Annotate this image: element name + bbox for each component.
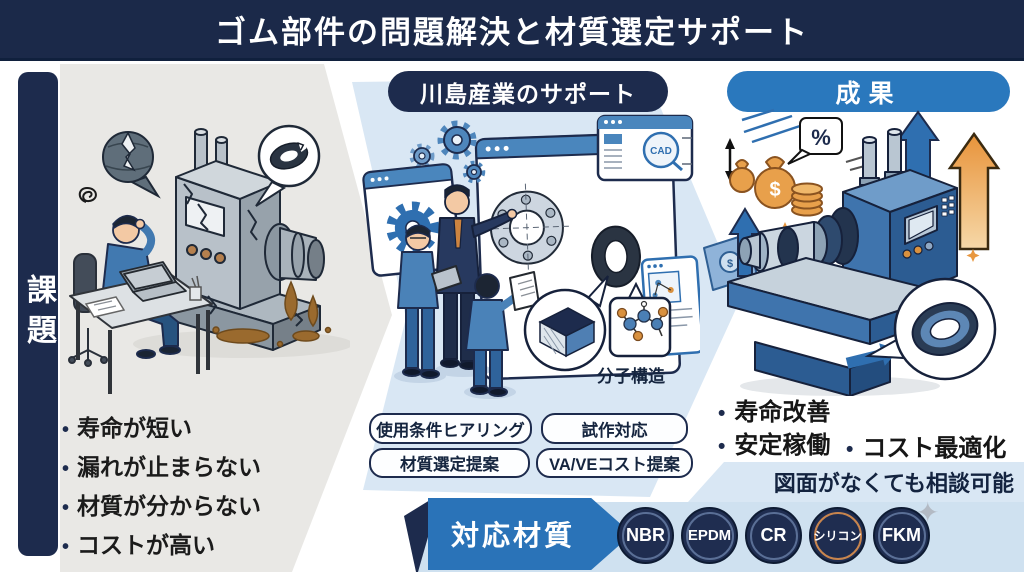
rubber-profile-bubble-icon [523,275,609,372]
consultation-note-band: 図面がなくても相談可能 [688,462,1024,502]
up-arrow-orange-icon [947,131,1001,251]
material-badge-label: EPDM [687,527,732,544]
dollar-symbol-note: $ [727,258,733,270]
materials-label-arrow: 対応材質 [428,498,632,570]
support-section-label: 川島産業のサポート [420,80,636,107]
percent-bubble-icon: % [787,117,843,165]
sparkle-icon: ✦ [916,497,940,528]
material-badge-label: NBR [626,525,665,545]
flange-drawing-icon [482,183,571,272]
problem-bullet: コストが高い [62,527,342,566]
result-illustration: % $ $ [700,106,1020,396]
document-icon [84,296,126,318]
cad-label: CAD [650,146,672,157]
material-badge-epdm: EPDM [681,507,738,564]
gear-icon [409,143,435,169]
molecule-caption: 分子構造 [597,367,665,386]
service-pill-hearing: 使用条件ヒアリング [369,413,532,444]
problem-bullet: 材質が分からない [62,488,342,527]
result-bullet: コスト最適化 [846,428,1006,463]
oil-leak-icon [212,280,332,348]
material-badge-silicone: シリコン [809,507,866,564]
problem-illustration [58,82,350,412]
problem-bullet: 寿命が短い [62,410,342,449]
service-pill-prototype: 試作対応 [541,413,688,444]
cracked-globe-icon [102,131,161,199]
oring-drawing-icon [590,225,641,288]
result-bullet: 寿命改善 [718,392,830,427]
result-section-header: 成果 [727,71,1010,112]
problem-bullet-list: 寿命が短い 漏れが止まらない 材質が分からない コストが高い [62,410,342,566]
material-badge-nbr: NBR [617,507,674,564]
service-pill-material: 材質選定提案 [369,448,530,478]
gear-icon [462,160,486,184]
materials-label: 対応材質 [450,520,575,551]
support-illustration: CAD [360,108,700,408]
material-badge-label: FKM [882,525,921,545]
material-badge-fkm: FKM [873,507,930,564]
problem-bullet: 漏れが止まらない [62,449,342,488]
broken-oring-bubble-icon [255,124,321,207]
page-title: ゴム部件の問題解決と材質選定サポート [215,14,809,50]
problem-section-header: 課題 [18,72,58,556]
result-bullet: 安定稼働 [718,425,830,460]
dollar-symbol-bag: $ [769,179,780,201]
title-bar: ゴム部件の問題解決と材質選定サポート [0,0,1024,61]
result-section-label: 成果 [835,79,902,108]
service-pill-vave: VA/VEコスト提案 [536,448,693,478]
material-badge-label: CR [760,525,787,545]
oring-magnifier-icon [864,277,997,381]
engineer-with-checklist-person [465,271,540,397]
consultation-note: 図面がなくても相談可能 [773,471,1014,496]
percent-symbol: % [811,125,831,150]
stress-scribble-icon [78,186,97,203]
problem-section-label: 課題 [22,274,55,354]
laptop-icon [119,261,187,302]
consultant-person [435,184,518,370]
gear-icon [437,120,477,160]
pen-cup-icon [189,275,202,301]
cad-tool-window: CAD [596,114,694,182]
engineer-with-tablet-person [397,224,462,379]
molecule-structure-icon [608,281,672,358]
support-section-header: 川島産業のサポート [388,71,668,112]
material-badge-label: シリコン [813,529,862,543]
material-badge-cr: CR [745,507,802,564]
